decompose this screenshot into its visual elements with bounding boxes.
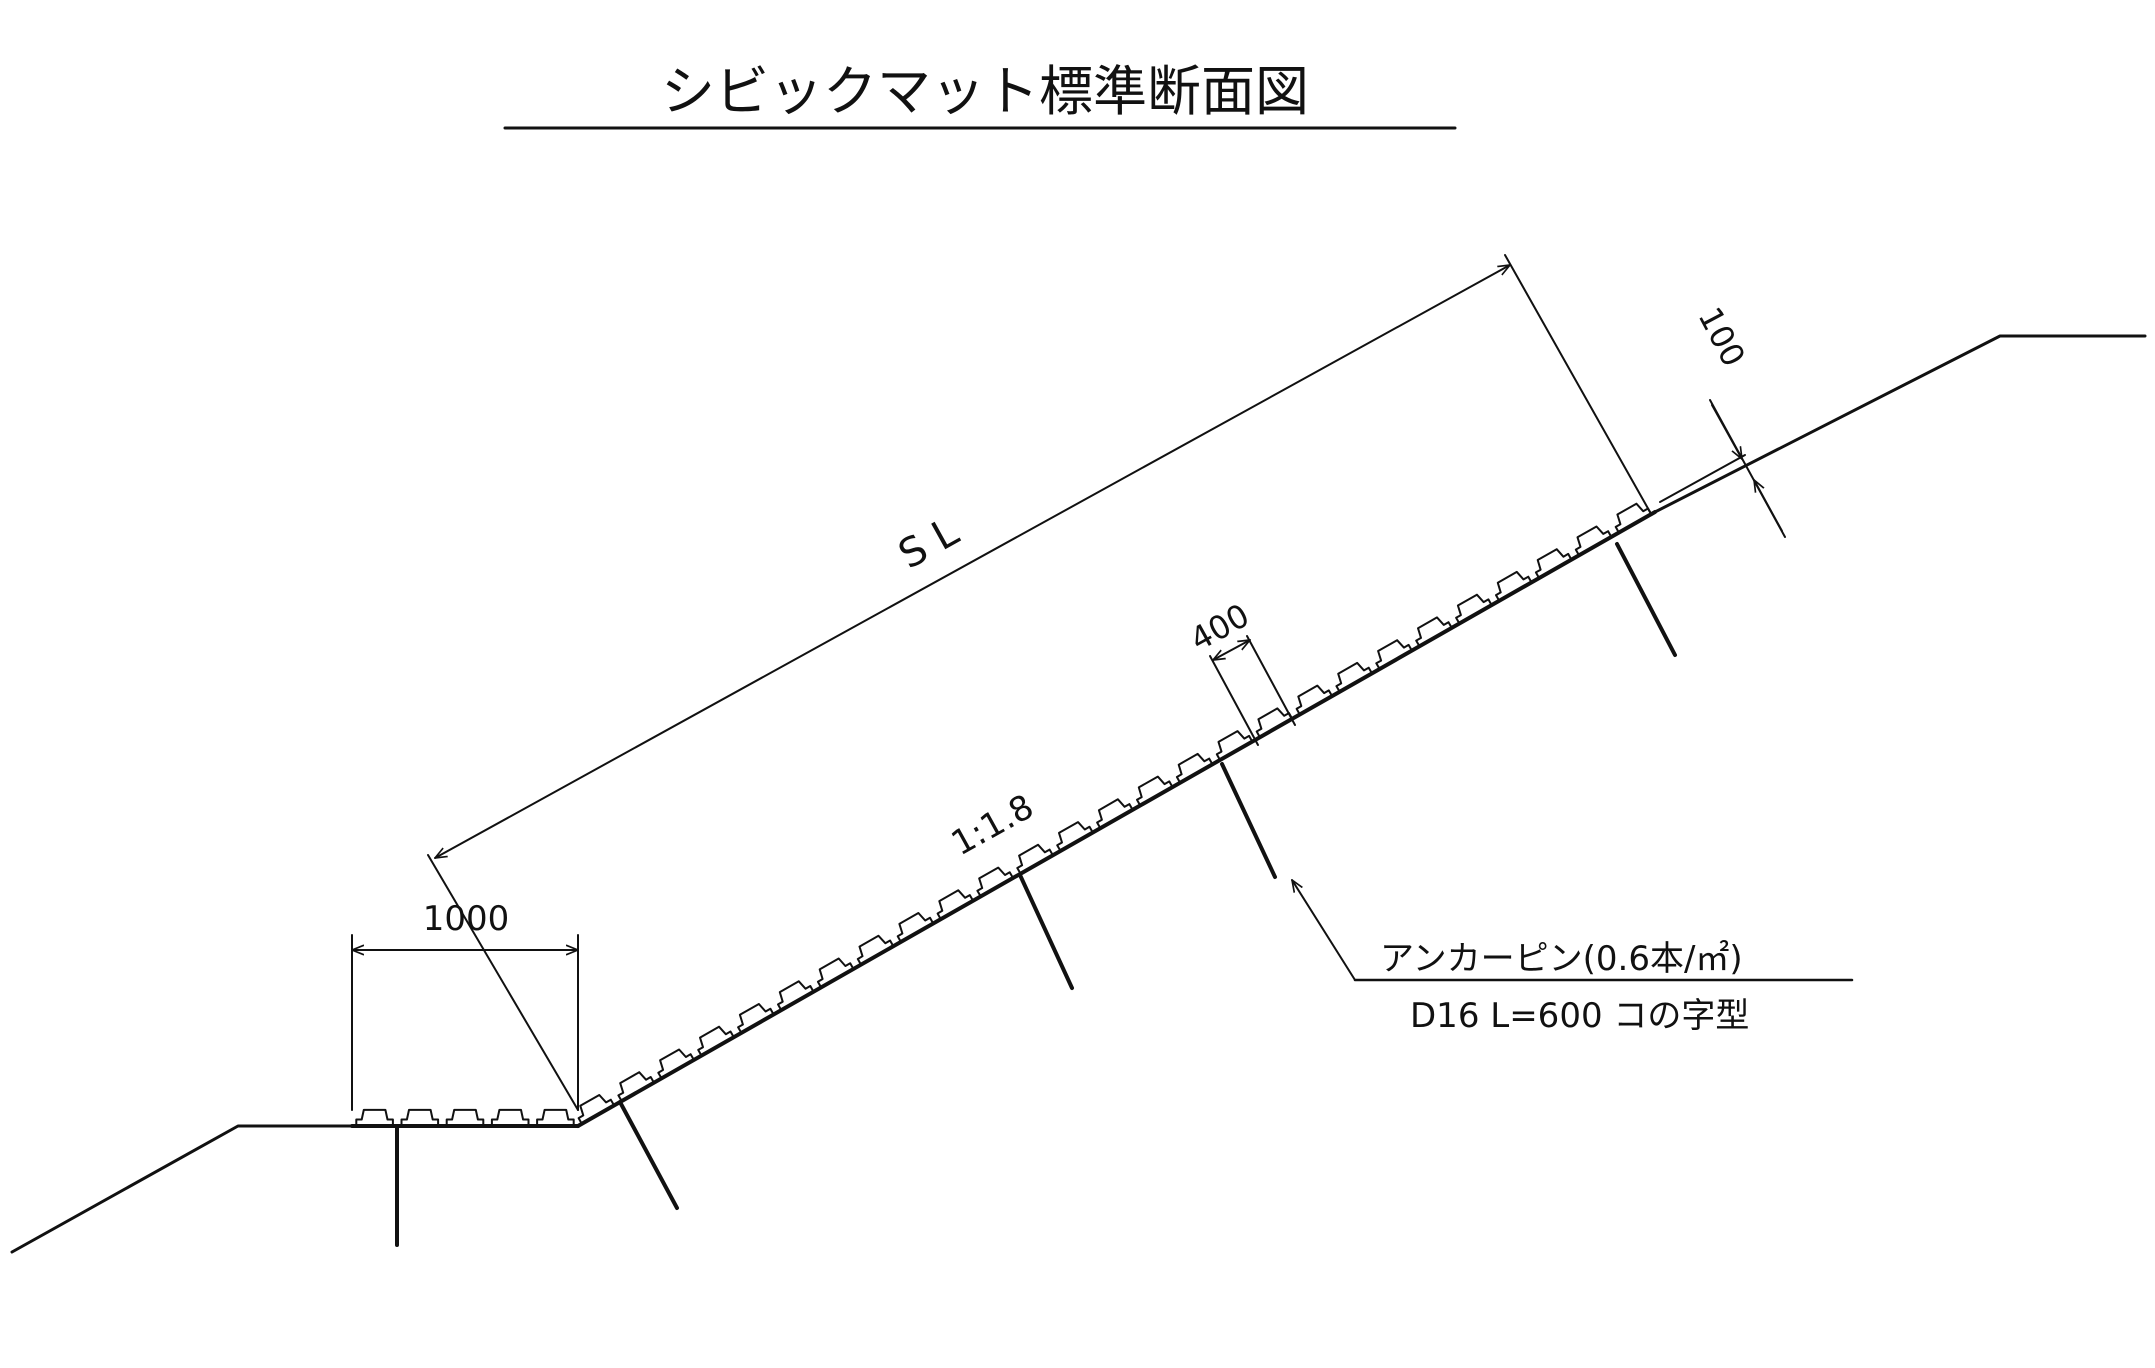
toe-width-dimension: 1000 — [351, 899, 579, 1111]
slope-length-label: S L — [891, 509, 967, 579]
drawing-title: シビックマット標準断面図 — [661, 60, 1309, 123]
mat-block — [1574, 525, 1613, 557]
mat-block — [1534, 548, 1573, 580]
anchor-pin — [1615, 542, 1677, 657]
mat-block — [490, 1108, 530, 1127]
mat-block — [536, 1108, 575, 1127]
mat-block — [577, 1094, 616, 1125]
module-width-dimension: 400 — [1184, 596, 1296, 746]
mat-block — [355, 1108, 394, 1127]
anchor-pin-callout: アンカーピン(0.6本/㎡) D16 L=600 コの字型 — [1292, 880, 1854, 1036]
callout-line-1: アンカーピン(0.6本/㎡) — [1380, 939, 1743, 979]
mat-block — [896, 912, 935, 943]
mat-block — [400, 1108, 440, 1127]
ground-line — [10, 1124, 354, 1254]
toe-mat — [350, 1108, 580, 1128]
slope-line — [576, 334, 2147, 1128]
mat-block — [617, 1071, 655, 1103]
mat-block — [737, 1003, 775, 1034]
anchor-pin — [1018, 873, 1074, 990]
module-width-label: 400 — [1184, 596, 1256, 659]
mat-block — [856, 934, 895, 966]
mat-block — [657, 1048, 695, 1080]
thickness-dimension: 100 — [1659, 301, 1786, 538]
thickness-label: 100 — [1691, 301, 1753, 373]
mat-block — [697, 1025, 735, 1057]
slope-length-dimension: S L — [427, 254, 1651, 1111]
mat-block — [976, 866, 1014, 898]
callout-line-2: D16 L=600 コの字型 — [1410, 996, 1749, 1036]
mat-block — [777, 980, 815, 1012]
mat-block — [816, 957, 855, 989]
anchor-pin — [1220, 762, 1277, 879]
anchor-pin — [618, 1100, 679, 1210]
toe-width-label: 1000 — [423, 899, 510, 939]
anchor-pins — [395, 542, 1677, 1247]
mat-block — [936, 889, 975, 921]
mat-block — [445, 1108, 485, 1127]
